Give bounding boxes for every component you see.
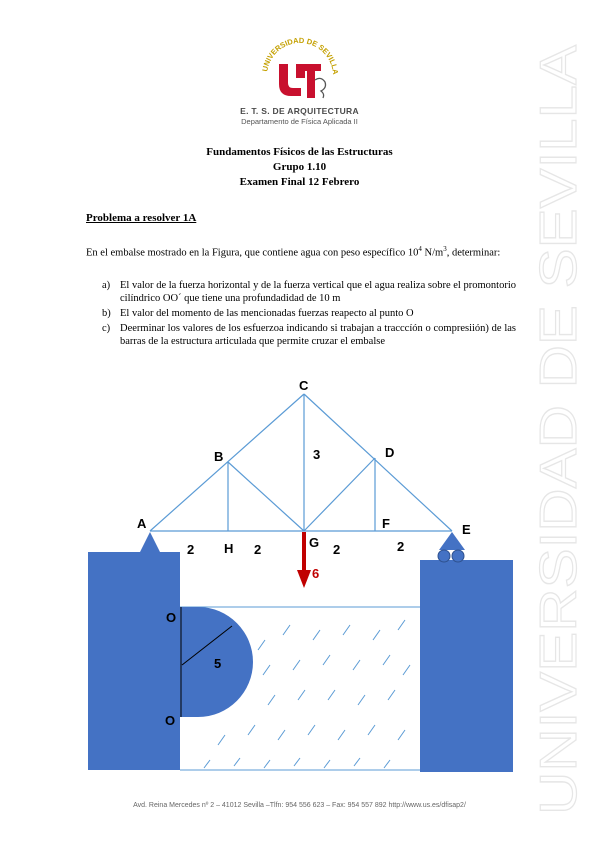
point-label-o-bottom: O bbox=[165, 713, 175, 728]
right-wall bbox=[420, 560, 513, 772]
intro-tail: , determinar: bbox=[446, 247, 501, 259]
support-e bbox=[439, 532, 465, 550]
intro-exponent-2: 3 bbox=[443, 245, 447, 253]
node-label-g: G bbox=[309, 535, 319, 550]
intro-unit: N/m bbox=[421, 247, 444, 259]
footer-address: Avd. Reina Mercedes nº 2 – 41012 Sevilla… bbox=[133, 802, 466, 809]
question-text: El valor de la fuerza horizontal y de la… bbox=[120, 280, 516, 304]
roller-left bbox=[437, 549, 451, 563]
group-title: Grupo 1.10 bbox=[272, 161, 327, 173]
exam-title: Examen Final 12 Febrero bbox=[239, 176, 360, 188]
height-label: 3 bbox=[313, 447, 320, 462]
node-label-b: B bbox=[214, 449, 223, 464]
water-hatching bbox=[203, 619, 411, 769]
question-text: Deerminar los valores de los esfuerzoa i… bbox=[120, 323, 516, 347]
question-label: a) bbox=[102, 280, 111, 291]
span-label-3: 2 bbox=[333, 542, 340, 557]
node-label-d: D bbox=[385, 445, 394, 460]
question-item: c) Deerminar los valores de los esfuerzo… bbox=[102, 322, 516, 348]
node-label-c: C bbox=[299, 378, 309, 393]
load-label: 6 bbox=[312, 566, 319, 581]
load-arrow-head bbox=[297, 570, 311, 588]
point-label-o-top: O bbox=[166, 610, 176, 625]
problem-heading: Problema a resolver 1A bbox=[86, 212, 197, 224]
span-label-1: 2 bbox=[187, 542, 194, 557]
question-label: b) bbox=[102, 308, 111, 319]
radius-label: 5 bbox=[214, 656, 221, 671]
university-watermark: UNIVERSIDAD DE SEVILLA bbox=[529, 44, 588, 816]
university-logo: UNIVERSIDAD DE SEVILLA bbox=[260, 36, 340, 99]
node-label-e: E bbox=[462, 522, 471, 537]
node-label-a: A bbox=[137, 516, 147, 531]
watermark-text: UNIVERSIDAD DE SEVILLA bbox=[530, 45, 588, 815]
question-list: a) El valor de la fuerza horizontal y de… bbox=[102, 279, 516, 350]
cylindrical-promontory bbox=[180, 607, 253, 717]
question-item: b) El valor del momento de las mencionad… bbox=[102, 307, 516, 320]
question-label: c) bbox=[102, 323, 111, 334]
question-item: a) El valor de la fuerza horizontal y de… bbox=[102, 279, 516, 305]
intro-exponent: 4 bbox=[418, 245, 422, 253]
question-text: El valor del momento de las mencionadas … bbox=[120, 308, 414, 319]
course-title: Fundamentos Físicos de las Estructuras bbox=[206, 146, 393, 158]
school-name: E. T. S. DE ARQUITECTURA bbox=[240, 106, 359, 116]
intro-text: En el embalse mostrado en la Figura, que… bbox=[86, 247, 419, 259]
span-label-2: 2 bbox=[254, 542, 261, 557]
node-label-h: H bbox=[224, 541, 233, 556]
reservoir-truss-figure: C B D A F E H G 3 2 2 2 2 O O 5 6 bbox=[88, 378, 513, 772]
left-wall bbox=[88, 552, 180, 770]
node-label-f: F bbox=[382, 516, 390, 531]
department-name: Departamento de Física Aplicada II bbox=[241, 117, 358, 126]
support-a bbox=[137, 532, 163, 558]
span-label-4: 2 bbox=[397, 539, 404, 554]
truss bbox=[149, 393, 453, 532]
roller-right bbox=[451, 549, 465, 563]
problem-intro: En el embalse mostrado en la Figura, que… bbox=[86, 243, 516, 260]
radius-line bbox=[181, 625, 233, 666]
